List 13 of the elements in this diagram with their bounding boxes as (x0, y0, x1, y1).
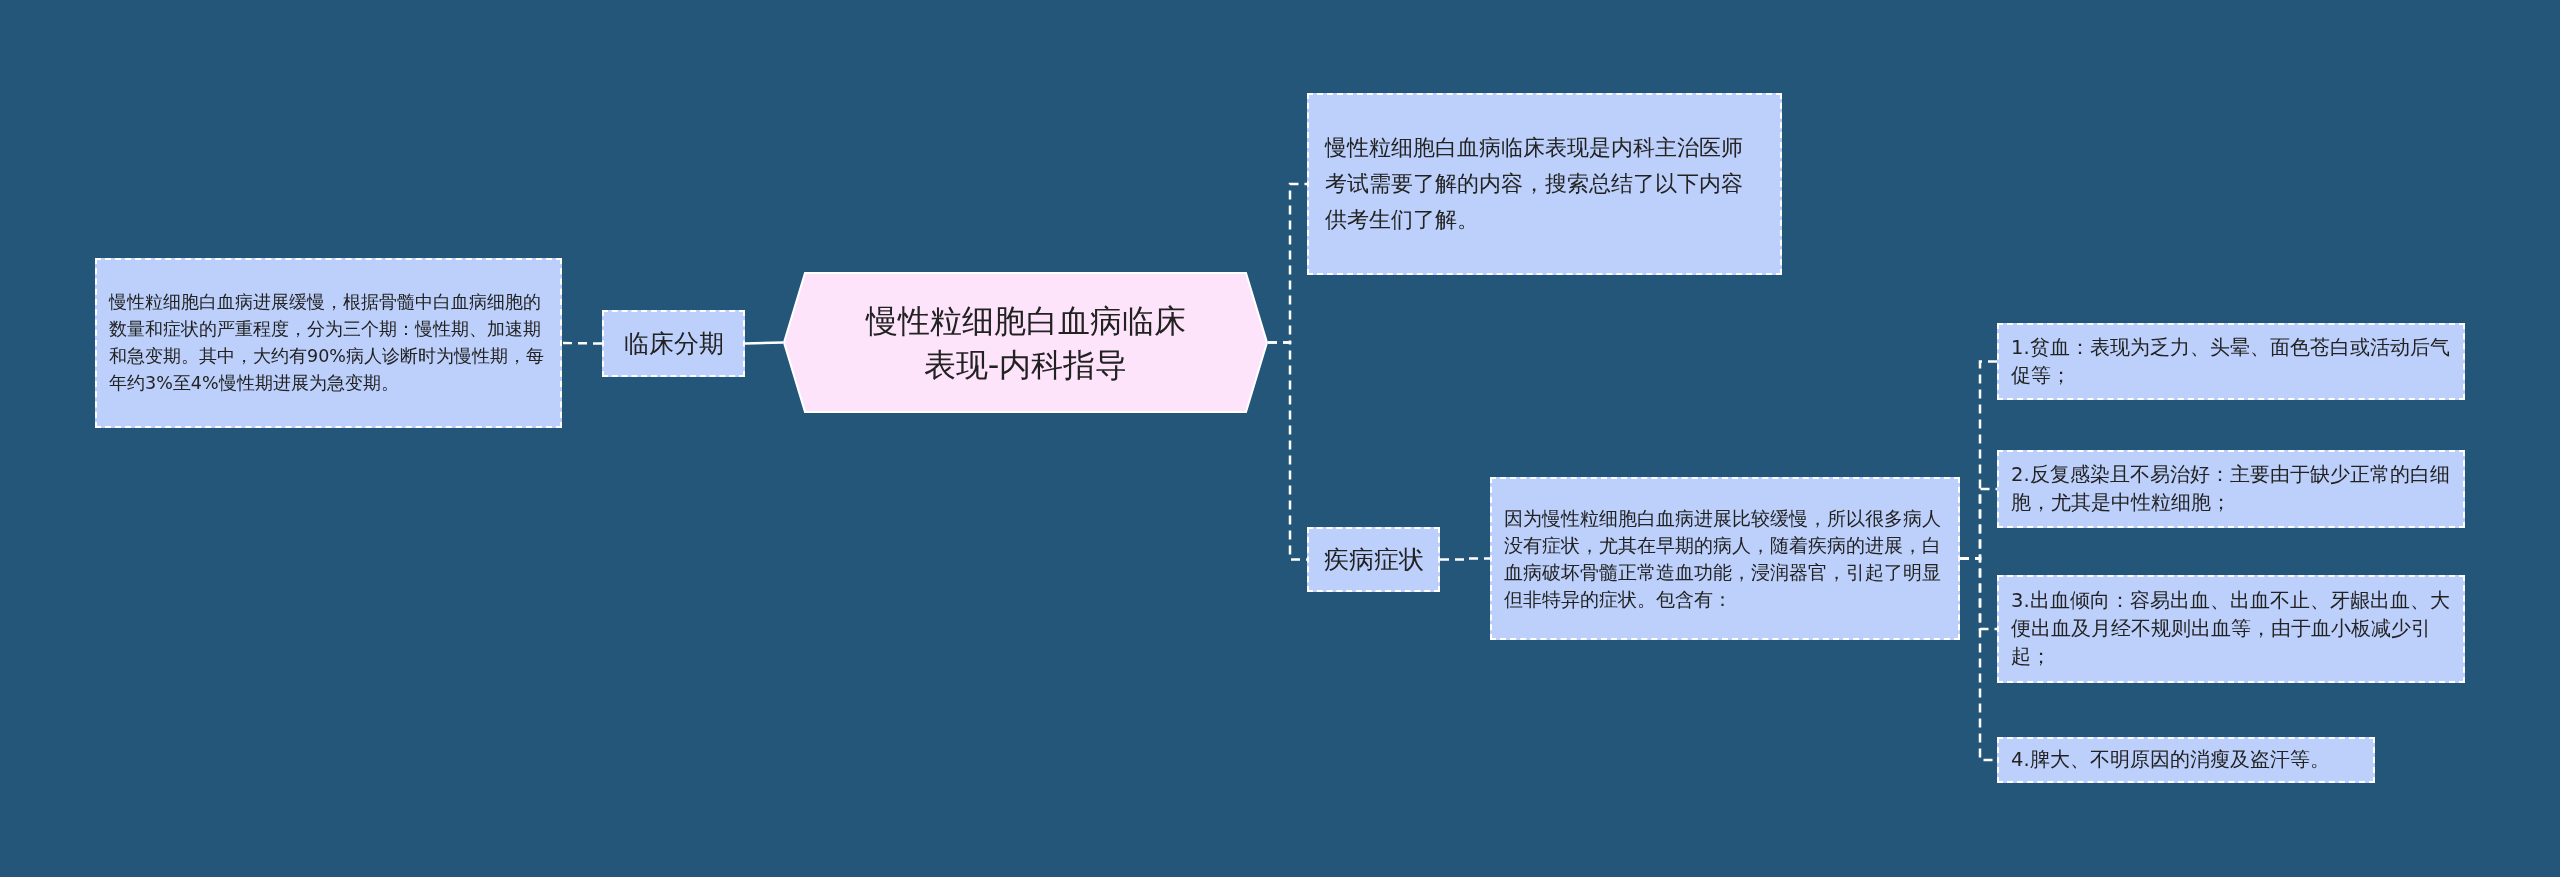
text-box: 慢性粒细胞白血病进展缓慢，根据骨髓中白血病细胞的数量和症状的严重程度，分为三个期：慢性期、加速期和急变期。其中，大约有90%病人诊断时为慢性期，每年约3%至4%慢性期进展为急变期。 (95, 258, 562, 428)
text-box: 慢性粒细胞白血病临床表现是内科主治医师考试需要了解的内容，搜索总结了以下内容供考生们了解。 (1307, 93, 1782, 275)
text-box: 4.脾大、不明原因的消瘦及盗汗等。 (1997, 737, 2375, 783)
connector-line (562, 341, 602, 345)
text-box: 疾病症状 (1307, 527, 1440, 592)
text-box: 临床分期 (602, 310, 745, 377)
topic-title: 慢性粒细胞白血病临床表现-内科指导 (864, 300, 1187, 386)
text-box: 2.反复感染且不易治好：主要由于缺少正常的白细胞，尤其是中性粒细胞； (1997, 450, 2465, 528)
connector-line (1440, 557, 1490, 561)
connector-line (744, 341, 784, 345)
text-box: 因为慢性粒细胞白血病进展比较缓慢，所以很多病人没有症状，尤其在早期的病人，随着疾病的进展，白血病破坏骨髓正常造血功能，浸润器官，引起了明显但非特异的症状。包含有： (1490, 477, 1960, 640)
text-box: 3.出血倾向：容易出血、出血不止、牙龈出血、大便出血及月经不规则出血等，由于血小板减少引起； (1997, 575, 2465, 683)
text-box: 1.贫血：表现为乏力、头晕、面色苍白或活动后气促等； (1997, 323, 2465, 400)
